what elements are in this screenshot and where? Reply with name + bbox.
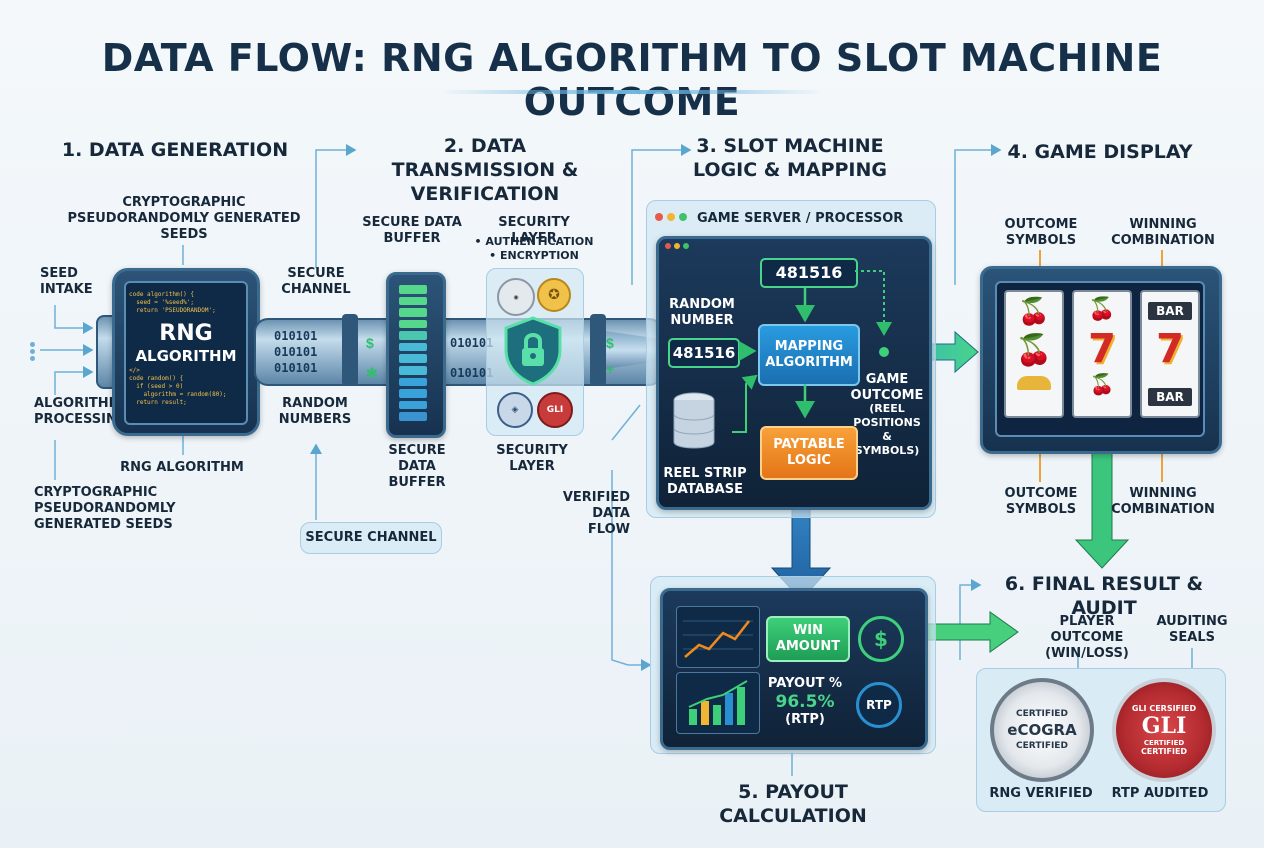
encryption-label: • ENCRYPTION — [489, 249, 579, 262]
step-1-title: 1. DATA GENERATION — [61, 139, 289, 161]
bar-symbol-bottom: BAR — [1148, 388, 1192, 406]
window-controls — [655, 213, 687, 221]
page-title: DATA FLOW: RNG ALGORITHM TO SLOT MACHINE… — [101, 36, 1163, 124]
step-5-title: 5. PAYOUT CALCULATION — [719, 781, 867, 827]
rng-verified-label: RNG VERIFIED — [989, 786, 1093, 801]
bar-chart-icon — [676, 672, 760, 734]
rtp-badge: RTP — [856, 682, 902, 728]
bell-icon — [1017, 376, 1051, 390]
win-amount-block: WIN AMOUNT — [766, 616, 850, 662]
paytable-logic-block: PAYTABLE LOGIC — [760, 426, 858, 480]
reel-1: 🍒 🍒 — [1004, 290, 1064, 418]
outcome-symbols-top-label: OUTCOME SYMBOLS — [1004, 217, 1078, 248]
secure-channel-box: SECURE CHANNEL — [300, 522, 442, 554]
crypto-seeds-label-top: CRYPTOGRAPHIC PSEUDORANDOMLY GENERATED S… — [67, 195, 301, 242]
mapping-algorithm-block: MAPPING ALGORITHM — [758, 324, 860, 386]
rng-code-bottom: </> code random() { if (seed > 0) algori… — [129, 367, 227, 406]
rng-algorithm-unit: code algorithm() { seed = '%seed%'; retu… — [112, 268, 260, 436]
winning-combination-bottom-label: WINNING COMBINATION — [1111, 486, 1215, 517]
cherry-icon: 🍒 — [1088, 296, 1116, 321]
currency-glyphs: $ ✻ — [366, 328, 378, 388]
winning-combination-top-label: WINNING COMBINATION — [1111, 217, 1215, 248]
payout-percent-value: 96.5% — [775, 692, 835, 712]
crypto-seeds-label-bottom: CRYPTOGRAPHIC PSEUDORANDOMLY GENERATED S… — [34, 485, 176, 532]
rng-subtitle: ALGORITHM — [135, 347, 237, 365]
security-layer-title: SECURITY LAYER — [498, 215, 570, 246]
processor-arrows — [732, 270, 892, 433]
step-3-title: 3. SLOT MACHINE LOGIC & MAPPING — [692, 135, 888, 181]
rtp-audited-label: RTP AUDITED — [1111, 786, 1209, 801]
cherry-icon: 🍒 — [1017, 296, 1051, 326]
secure-data-buffer — [386, 272, 446, 438]
pipe-flange-1 — [342, 314, 358, 386]
seven-symbol: 7 — [1156, 326, 1184, 372]
reel-2: 🍒 7 🍒 — [1072, 290, 1132, 418]
seven-symbol: 7 — [1088, 326, 1116, 372]
game-outcome-sub: (REEL POSITIONS & SYMBOLS) — [853, 402, 921, 457]
bar-symbol-top: BAR — [1148, 302, 1192, 320]
gear-icon: ✻ — [366, 365, 378, 381]
cherry-icon: 🍒 — [1089, 374, 1115, 396]
audit-seal-icon: ◈ — [497, 392, 533, 428]
verified-data-flow-label: VERIFIED DATA FLOW — [562, 490, 630, 537]
auditing-seals-label: AUDITING SEALS — [1156, 614, 1228, 645]
reel-3: BAR 7 BAR — [1140, 290, 1200, 418]
currency-cycle-icon: $ — [858, 616, 904, 662]
panel-controls — [665, 243, 689, 249]
gli-mini-seal-icon: GLI — [537, 392, 573, 428]
auth-label: • AUTHENTICATION — [474, 235, 594, 248]
rng-code-top: code algorithm() { seed = '%seed%'; retu… — [129, 291, 216, 314]
rng-title: RNG — [159, 321, 213, 346]
gli-seal: GLI CERSIFIED GLI CERTIFIED CERTIFIED — [1112, 678, 1216, 782]
rtp-paren-label: (RTP) — [785, 712, 825, 727]
step-6-title: 6. FINAL RESULT & AUDIT — [1004, 573, 1204, 619]
database-icon — [673, 392, 715, 449]
cherry-icon: 🍒 — [1015, 334, 1053, 367]
seed-intake-label: SEED INTAKE — [40, 266, 93, 297]
shield-lock-icon — [504, 316, 562, 386]
plus-icon: + — [606, 361, 615, 377]
pipe-end-glyphs: $ + — [606, 330, 614, 382]
rng-algorithm-label: RNG ALGORITHM — [120, 460, 244, 475]
ecogra-seal: CERTIFIED eCOGRA CERTIFIED — [990, 678, 1094, 782]
title-underline — [440, 90, 824, 94]
dollar-sign-icon: $ — [606, 335, 614, 351]
algorithm-processing-label: ALGORITHM PROCESSING — [34, 396, 128, 427]
random-numbers-label: RANDOM NUMBERS — [278, 396, 352, 427]
random-number-input: 481516 — [668, 338, 740, 368]
random-number-output: 481516 — [760, 258, 858, 288]
certification-badge-icon: ◉ — [497, 278, 535, 316]
security-layer-bottom-label: SECURITY LAYER — [496, 443, 568, 474]
outcome-symbols-bottom-label: OUTCOME SYMBOLS — [1004, 486, 1078, 517]
pipe-flange-2 — [590, 314, 606, 386]
dollar-sign-icon: $ — [366, 335, 374, 351]
secure-channel-box-text: SECURE CHANNEL — [305, 530, 437, 545]
seed-dots — [30, 340, 50, 364]
line-chart-icon — [676, 606, 760, 668]
random-number-label: RANDOM NUMBER — [669, 297, 735, 328]
game-outcome-label: GAME OUTCOME — [850, 372, 924, 403]
reel-strip-db-label: REEL STRIP DATABASE — [663, 466, 747, 497]
step-4-title: 4. GAME DISPLAY — [1007, 141, 1193, 163]
game-server-title: GAME SERVER / PROCESSOR — [697, 211, 904, 226]
award-ribbon-icon: ✪ — [537, 278, 571, 312]
player-outcome-label: PLAYER OUTCOME (WIN/LOSS) — [1045, 614, 1129, 661]
buffer-label-top: SECURE DATA BUFFER — [362, 215, 462, 246]
payout-percent-label: PAYOUT % — [767, 676, 843, 691]
secure-channel-label: SECURE CHANNEL — [281, 266, 351, 297]
step-2-title: 2. DATA TRANSMISSION & VERIFICATION — [391, 135, 579, 205]
buffer-label-bottom: SECURE DATA BUFFER — [388, 443, 446, 490]
